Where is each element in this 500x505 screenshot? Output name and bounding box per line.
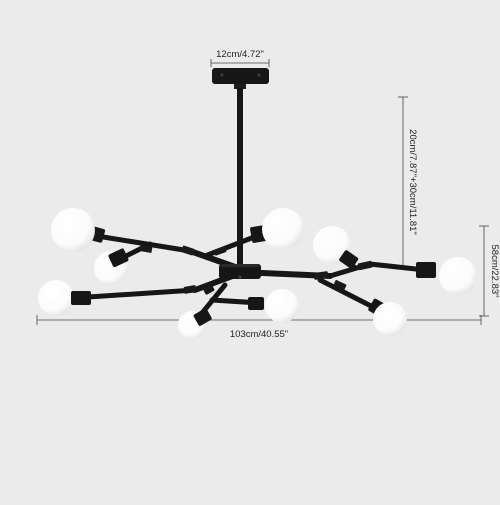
canopy-width-label: 12cm/4.72": [216, 49, 264, 60]
overall-width-label: 103cm/40.55": [230, 329, 288, 340]
arm-joints: [139, 245, 373, 295]
bulb-right-upper: [313, 226, 359, 269]
bulb-top-center: [250, 208, 304, 250]
bulb-bottom-right-center: [248, 289, 299, 323]
ceiling-canopy: [212, 68, 269, 89]
bulb-bottom-right: [368, 298, 407, 336]
overall-width-dimension: [36, 315, 482, 325]
bulb-top-left: [51, 208, 106, 252]
bulb-far-left: [38, 280, 91, 316]
fixture-height-dimension: [479, 225, 489, 317]
bulb-far-right: [416, 257, 477, 295]
drop-height-label: 20cm/7.87"+30cm/11.81": [407, 129, 418, 235]
bulb-bottom-center: [178, 308, 212, 339]
canopy-width-dimension: [210, 59, 270, 67]
fixture-height-label: 58cm/22.83": [489, 244, 500, 297]
downrod: [237, 88, 243, 266]
center-hub: [219, 264, 261, 279]
bulb-left-mid: [94, 248, 129, 285]
drop-height-dimension: [398, 96, 408, 269]
